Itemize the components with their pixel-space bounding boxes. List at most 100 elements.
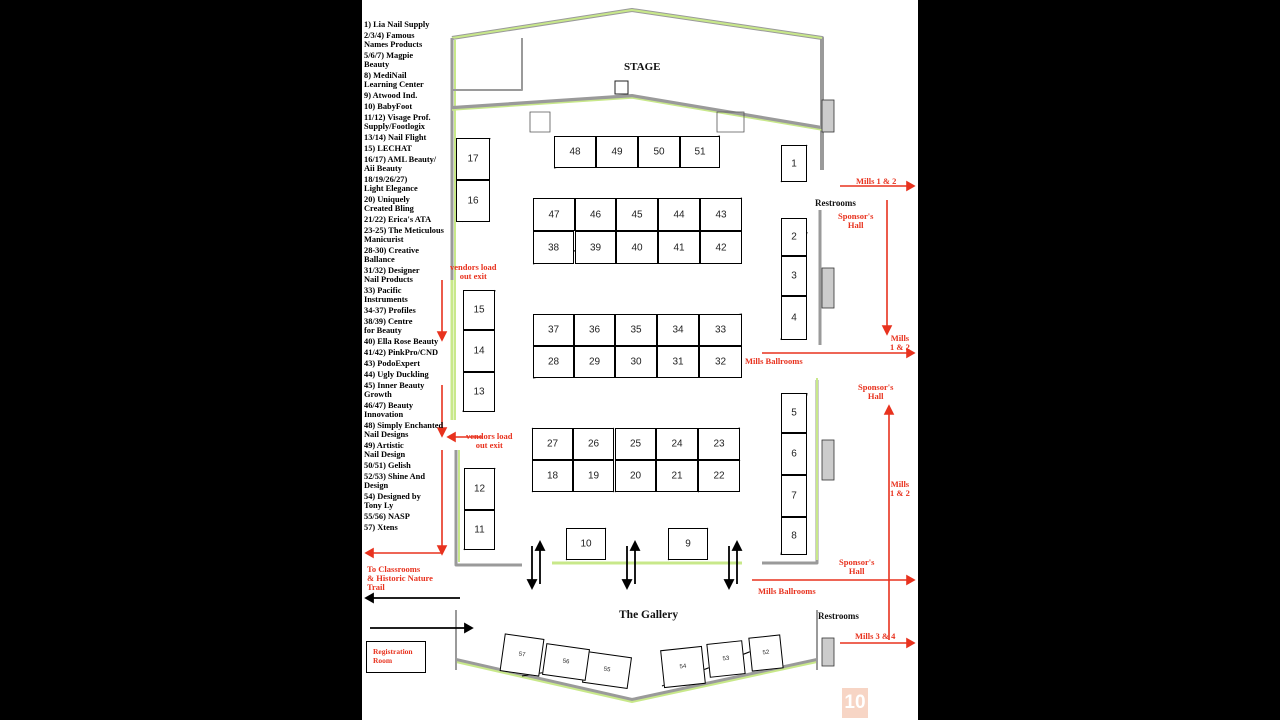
gallery-label: The Gallery [619, 609, 679, 621]
booth-number: 6 [791, 448, 797, 460]
vendors-exit-2-label: vendors load out exit [466, 431, 513, 450]
legend-entry: 1) Lia Nail Supply [364, 20, 430, 29]
legend-entry: 15) LECHAT [364, 143, 413, 153]
booth-31: 31 [657, 346, 699, 378]
booth-9: 9 [668, 528, 708, 560]
booth-number: 53 [722, 655, 730, 663]
stage-label: STAGE [624, 61, 661, 73]
booth-56: 56 [541, 643, 591, 681]
booth-6: 6 [781, 433, 807, 475]
booth-44: 44 [658, 198, 700, 231]
restroom-fixtures [821, 99, 835, 667]
legend-entry: 16/17) AML Beauty/ Aii Beauty [364, 154, 437, 174]
booth-number: 56 [562, 658, 570, 666]
classrooms-label: To Classrooms & Historic Nature Trail [367, 564, 433, 592]
booth-53: 53 [706, 640, 746, 678]
booth-29: 29 [574, 346, 615, 378]
sponsors-hall-2-label: Sponsor's Hall [858, 382, 894, 401]
booth-number: 19 [587, 470, 600, 482]
legend-entry: 54) Designed by Tony Ly [364, 492, 421, 511]
booth-number: 15 [473, 304, 485, 316]
mills-1-2-low-label: Mills 1 & 2 [890, 479, 910, 498]
booth-18: 18 [532, 460, 573, 492]
legend-entry: 34-37) Profiles [364, 306, 416, 316]
legend-entry: 2/3/4) Famous Names Products [364, 30, 423, 50]
restrooms-top-label: Restrooms [815, 198, 856, 208]
legend-entry: 9) Atwood Ind. [364, 91, 418, 101]
booth-5: 5 [781, 393, 807, 433]
legend-entry: 40) Ella Rose Beauty [364, 337, 439, 347]
booth-24: 24 [656, 428, 698, 460]
booth-number: 33 [714, 324, 727, 336]
booth-number: 26 [587, 438, 600, 450]
booth-number: 7 [791, 490, 797, 502]
booth-number: 47 [548, 209, 560, 220]
vendors-exit-1-label: vendors load out exit [450, 262, 497, 281]
booth-number: 29 [588, 356, 601, 368]
booth-number: 34 [672, 324, 684, 336]
booth-number: 27 [546, 438, 559, 450]
booth-14: 14 [463, 330, 495, 372]
mills-ballrooms-1-label: Mills Ballrooms [745, 356, 803, 366]
legend-entry: 20) Uniquely Created Bling [364, 195, 414, 214]
booth-number: 32 [714, 356, 727, 368]
booth-57: 57 [499, 633, 545, 677]
booth-number: 2 [791, 231, 797, 243]
booth-21: 21 [656, 460, 698, 492]
legend-entry: 23-25) The Meticulous Manicurist [364, 226, 444, 245]
booth-number: 25 [629, 438, 642, 450]
booth-33: 33 [699, 314, 742, 346]
booth-number: 24 [671, 438, 683, 450]
page-number-badge: 10 [842, 688, 868, 718]
booth-51: 51 [680, 136, 720, 168]
legend-entry: 44) Ugly Duckling [364, 370, 429, 380]
booth-number: 23 [713, 438, 725, 450]
booth-number: 36 [588, 324, 601, 336]
booth-number: 37 [547, 324, 560, 336]
stage-steps [529, 80, 745, 133]
mills-1-2-mid-label: Mills 1 & 2 [890, 333, 910, 352]
mills-ballrooms-2-label: Mills Ballrooms [758, 586, 816, 596]
booth-number: 44 [673, 209, 685, 220]
booth-54: 54 [660, 645, 706, 689]
booth-number: 48 [569, 146, 581, 158]
booth-38: 38 [533, 231, 574, 264]
red-arrows [364, 180, 916, 649]
building-walls [450, 8, 824, 703]
booth-10: 10 [566, 528, 606, 560]
booth-4: 4 [781, 296, 807, 340]
booth-52: 52 [748, 634, 784, 672]
legend-entry: 38/39) Centre for Beauty [364, 317, 413, 336]
booth-46: 46 [575, 198, 616, 231]
booth-number: 10 [580, 538, 592, 550]
mills-1-2-top-label: Mills 1 & 2 [856, 176, 897, 186]
booth-number: 4 [791, 312, 797, 324]
booth-48: 48 [554, 136, 596, 168]
registration-room-label: Registration Room [373, 647, 413, 665]
booth-number: 42 [715, 242, 727, 253]
booth-number: 22 [713, 470, 725, 482]
booth-13: 13 [463, 372, 495, 412]
booth-number: 43 [715, 209, 727, 220]
legend-entry: 11/12) Visage Prof. Supply/Footlogix [364, 112, 431, 132]
booth-number: 20 [629, 470, 642, 482]
booth-42: 42 [700, 231, 742, 264]
booth-30: 30 [615, 346, 657, 378]
booth-36: 36 [574, 314, 615, 346]
black-arrows [364, 539, 743, 634]
booth-number: 49 [611, 146, 623, 158]
booth-45: 45 [616, 198, 658, 231]
booth-1: 1 [781, 145, 807, 182]
booth-19: 19 [573, 460, 614, 492]
booth-35: 35 [615, 314, 657, 346]
legend-entry: 48) Simply Enchanted Nail Designs [364, 421, 444, 440]
legend-entry: 28-30) Creative Ballance [364, 246, 419, 265]
legend-entry: 10) BabyFoot [364, 102, 413, 112]
legend-entry: 41/42) PinkPro/CND [364, 348, 439, 358]
booth-55: 55 [581, 650, 633, 690]
booth-number: 28 [547, 356, 560, 368]
booth-43: 43 [700, 198, 742, 231]
legend-entry: 57) Xtens [364, 523, 398, 533]
